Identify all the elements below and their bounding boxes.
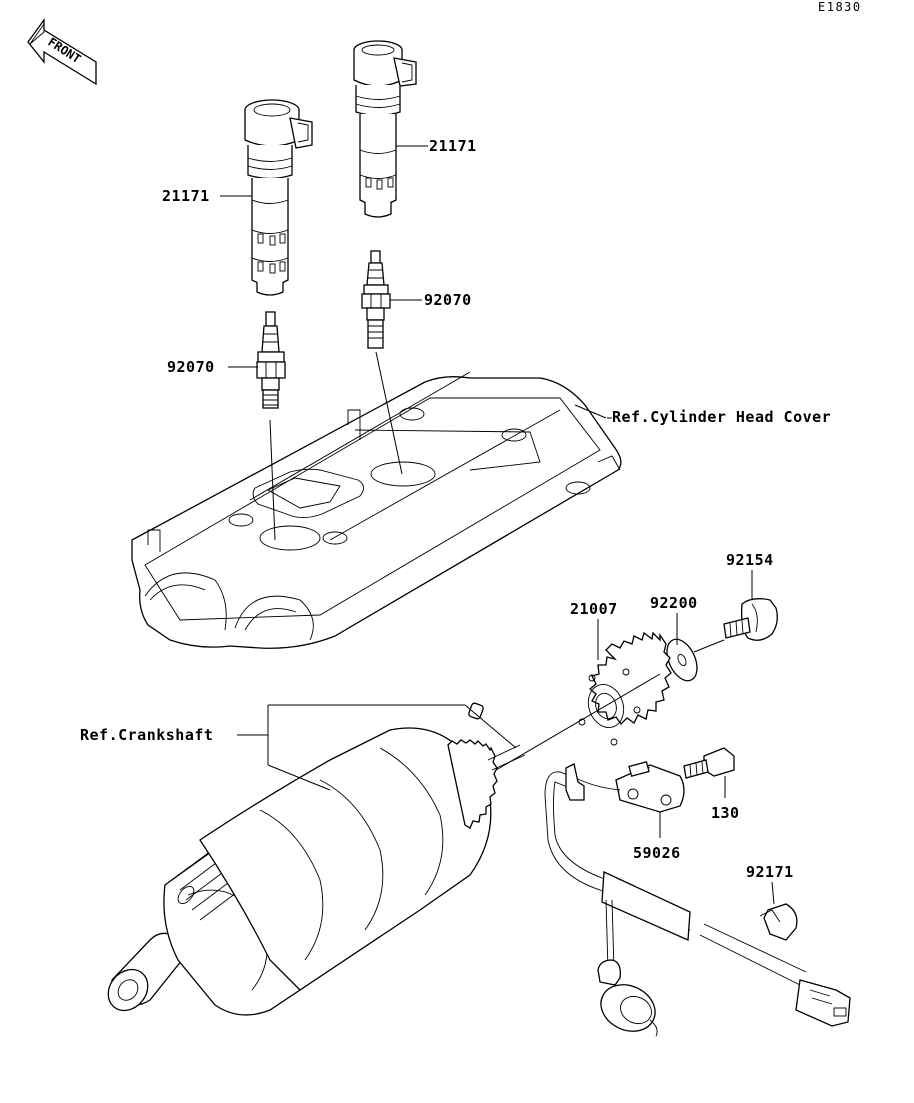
label-plug-right[interactable]: 92070 xyxy=(424,291,472,309)
harness-clamp xyxy=(759,903,798,941)
label-pickup-coil[interactable]: 59026 xyxy=(633,844,681,862)
front-arrow-icon: FRONT xyxy=(27,18,97,86)
cylinder-head-cover xyxy=(131,371,622,649)
rotor-washer xyxy=(666,638,698,682)
ignition-coil-left xyxy=(244,99,313,296)
spark-plug-right xyxy=(361,250,391,349)
label-washer[interactable]: 92200 xyxy=(650,594,698,612)
bolt-small xyxy=(683,747,735,779)
label-ref-crankshaft[interactable]: Ref.Crankshaft xyxy=(80,726,213,744)
rotor-bolt xyxy=(723,598,778,641)
label-clamp[interactable]: 92171 xyxy=(746,863,794,881)
wiring-harness xyxy=(544,763,851,1037)
label-coil-right[interactable]: 21171 xyxy=(429,137,477,155)
label-bolt-small[interactable]: 130 xyxy=(711,804,740,822)
label-bolt[interactable]: 92154 xyxy=(726,551,774,569)
label-rotor[interactable]: 21007 xyxy=(570,600,618,618)
pickup-coil xyxy=(584,761,685,813)
label-ref-cylinder-head-cover[interactable]: Ref.Cylinder Head Cover xyxy=(612,408,831,426)
spark-plug-left xyxy=(256,311,286,409)
label-plug-left[interactable]: 92070 xyxy=(167,358,215,376)
label-coil-left[interactable]: 21171 xyxy=(162,187,210,205)
timing-rotor xyxy=(578,631,672,746)
leader-lines xyxy=(220,145,775,905)
diagram-code: E1830 xyxy=(818,0,862,14)
ignition-coil-right xyxy=(353,40,417,218)
crankshaft xyxy=(107,702,526,1016)
